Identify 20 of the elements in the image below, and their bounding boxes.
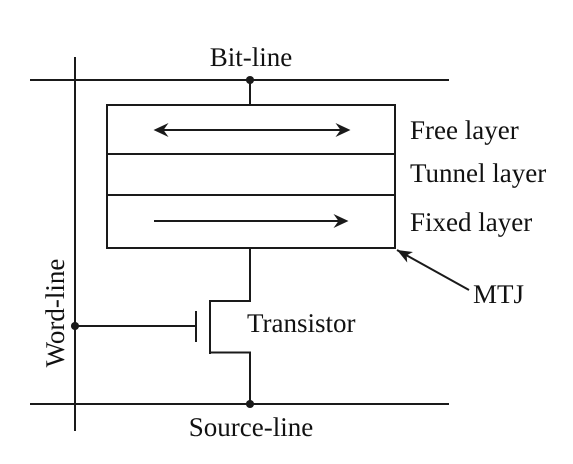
- leader-arrow: [396, 249, 470, 291]
- layer-box: [107, 105, 395, 154]
- callout-label: MTJ: [473, 279, 524, 309]
- wire-label: Word-line: [40, 258, 70, 367]
- connection-wire: [246, 353, 254, 408]
- component-label: Transistor: [247, 308, 356, 338]
- layer-label: Fixed layer: [410, 206, 532, 236]
- connection-wire: [70, 322, 195, 330]
- horizontal-wire: [30, 79, 449, 81]
- wire-label: Source-line: [188, 412, 314, 442]
- layer-stack-box: [106, 104, 396, 249]
- layer-label: Free layer: [410, 114, 519, 144]
- connection-wire: [246, 76, 254, 105]
- horizontal-wire: [30, 403, 449, 405]
- layer-label: Tunnel layer: [410, 158, 546, 188]
- vertical-wire: [74, 57, 76, 431]
- layer-box: [107, 154, 395, 195]
- connection-wire: [249, 248, 251, 301]
- layer-box: [107, 195, 395, 248]
- wire-label: Bit-line: [210, 42, 292, 72]
